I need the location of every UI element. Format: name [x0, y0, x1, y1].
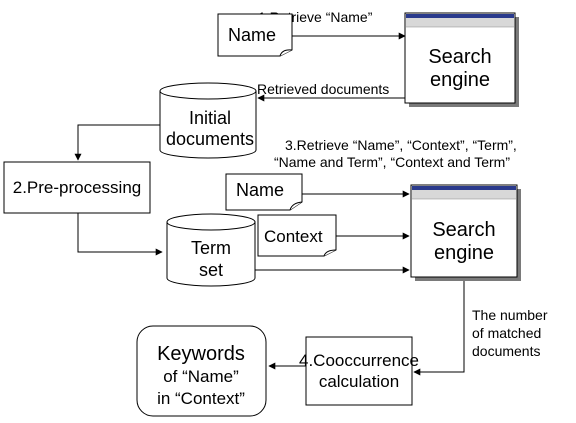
cooccurrence-box: 4.Cooccurrence calculation	[299, 336, 419, 406]
search-engine-1-title: Search	[428, 46, 491, 68]
context-document-label: Context	[264, 227, 323, 246]
search-engine-2-subtitle: engine	[434, 242, 494, 264]
arrow-matched-documents	[413, 281, 465, 376]
search-engine-2: Search engine	[410, 184, 521, 281]
preprocessing-label: 2.Pre-processing	[13, 178, 142, 197]
arrow-to-preprocessing	[74, 124, 160, 161]
browser-titlebar	[412, 186, 516, 190]
context-document: Context	[257, 214, 337, 257]
keywords-title: Keywords	[157, 343, 245, 365]
preprocessing-box: 2.Pre-processing	[3, 161, 151, 214]
initial-documents-title: Initial	[189, 108, 231, 128]
keywords-box: Keywords of “Name” in “Context”	[136, 325, 267, 417]
matched-label-line2: of matched	[472, 325, 541, 341]
initial-documents-subtitle: documents	[166, 129, 254, 149]
term-set-subtitle: set	[199, 260, 223, 280]
search-engine-1-subtitle: engine	[430, 69, 490, 91]
cooccurrence-title: 4.Cooccurrence	[299, 351, 419, 370]
arrow-to-term-set	[77, 213, 163, 256]
step3-label-line2: “Name and Term”, “Context and Term”	[274, 154, 510, 170]
browser-titlebar	[406, 14, 514, 18]
name-document-1: Name	[217, 13, 293, 57]
step3-label-line1: 3.Retrieve “Name”, “Context”, “Term”,	[285, 137, 517, 153]
name-document-2: Name	[225, 173, 303, 211]
keywords-line2: of “Name”	[163, 367, 239, 386]
term-set-db: Term set	[166, 213, 256, 287]
search-engine-1: Search engine	[404, 12, 519, 107]
term-set-title: Term	[191, 238, 231, 258]
matched-label-line3: documents	[472, 343, 540, 359]
initial-documents-db: Initial documents	[159, 82, 257, 159]
search-engine-2-title: Search	[432, 219, 495, 241]
matched-label-line1: The number	[472, 307, 548, 323]
retrieved-documents-label: Retrieved documents	[257, 81, 389, 97]
browser-toolbar	[412, 190, 516, 199]
keywords-line3: in “Context”	[157, 389, 245, 408]
name-document-2-label: Name	[236, 180, 284, 200]
browser-toolbar	[406, 18, 514, 27]
cooccurrence-subtitle: calculation	[319, 372, 399, 391]
name-document-1-label: Name	[228, 25, 276, 45]
